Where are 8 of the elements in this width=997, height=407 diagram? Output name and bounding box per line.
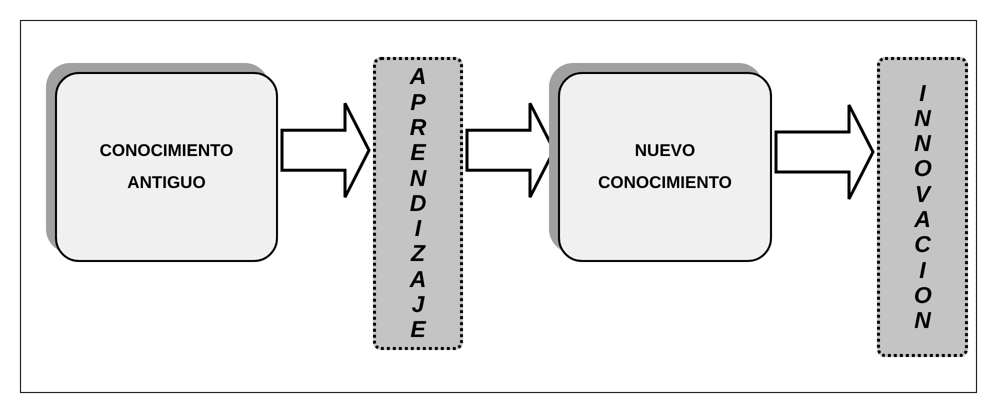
stage-band — [877, 57, 968, 357]
vertical-label: APRENDIZAJE — [409, 64, 427, 343]
block-arrow — [280, 102, 371, 199]
box-label: NUEVO CONOCIMIENTO — [597, 140, 733, 194]
vertical-label: INNOVACION — [914, 80, 932, 334]
block-arrow — [774, 104, 875, 200]
stage-band — [373, 57, 463, 350]
box-label: CONOCIMIENTO ANTIGUO — [98, 140, 234, 194]
